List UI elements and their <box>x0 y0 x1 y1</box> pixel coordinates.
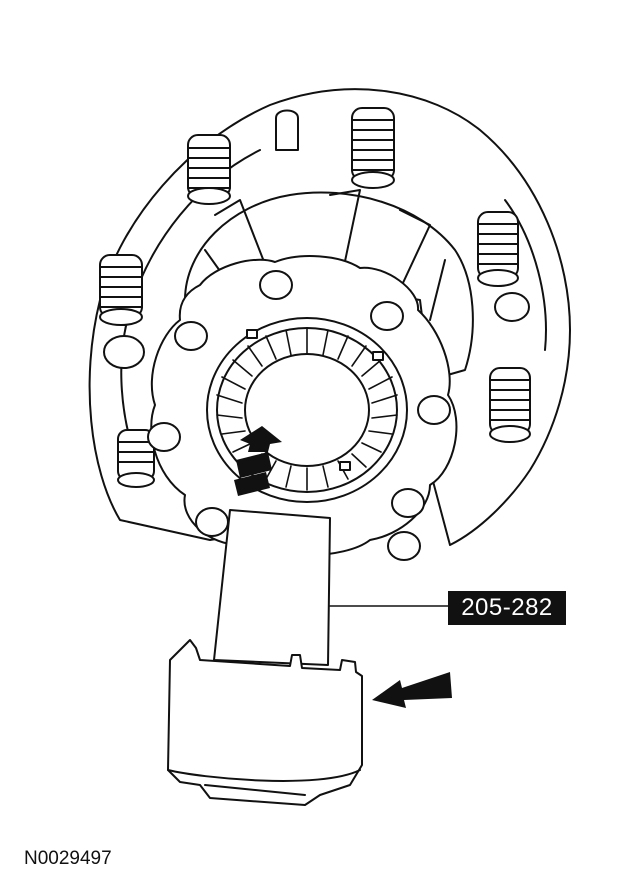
wheel-stud <box>351 107 395 189</box>
wheel-stud <box>489 367 531 443</box>
bearing-cage <box>206 317 408 503</box>
wheel-stud <box>187 134 231 205</box>
wheel-stud <box>117 429 155 488</box>
figure-id: N0029497 <box>24 848 112 869</box>
direction-arrow <box>372 672 452 708</box>
direction-arrow <box>234 426 282 496</box>
wheel-stud <box>477 211 519 287</box>
wheel-stud <box>99 254 143 326</box>
seal-installer-tool <box>167 509 363 806</box>
tool-number-callout: 205-282 <box>448 591 566 625</box>
stud-hole <box>103 109 530 369</box>
